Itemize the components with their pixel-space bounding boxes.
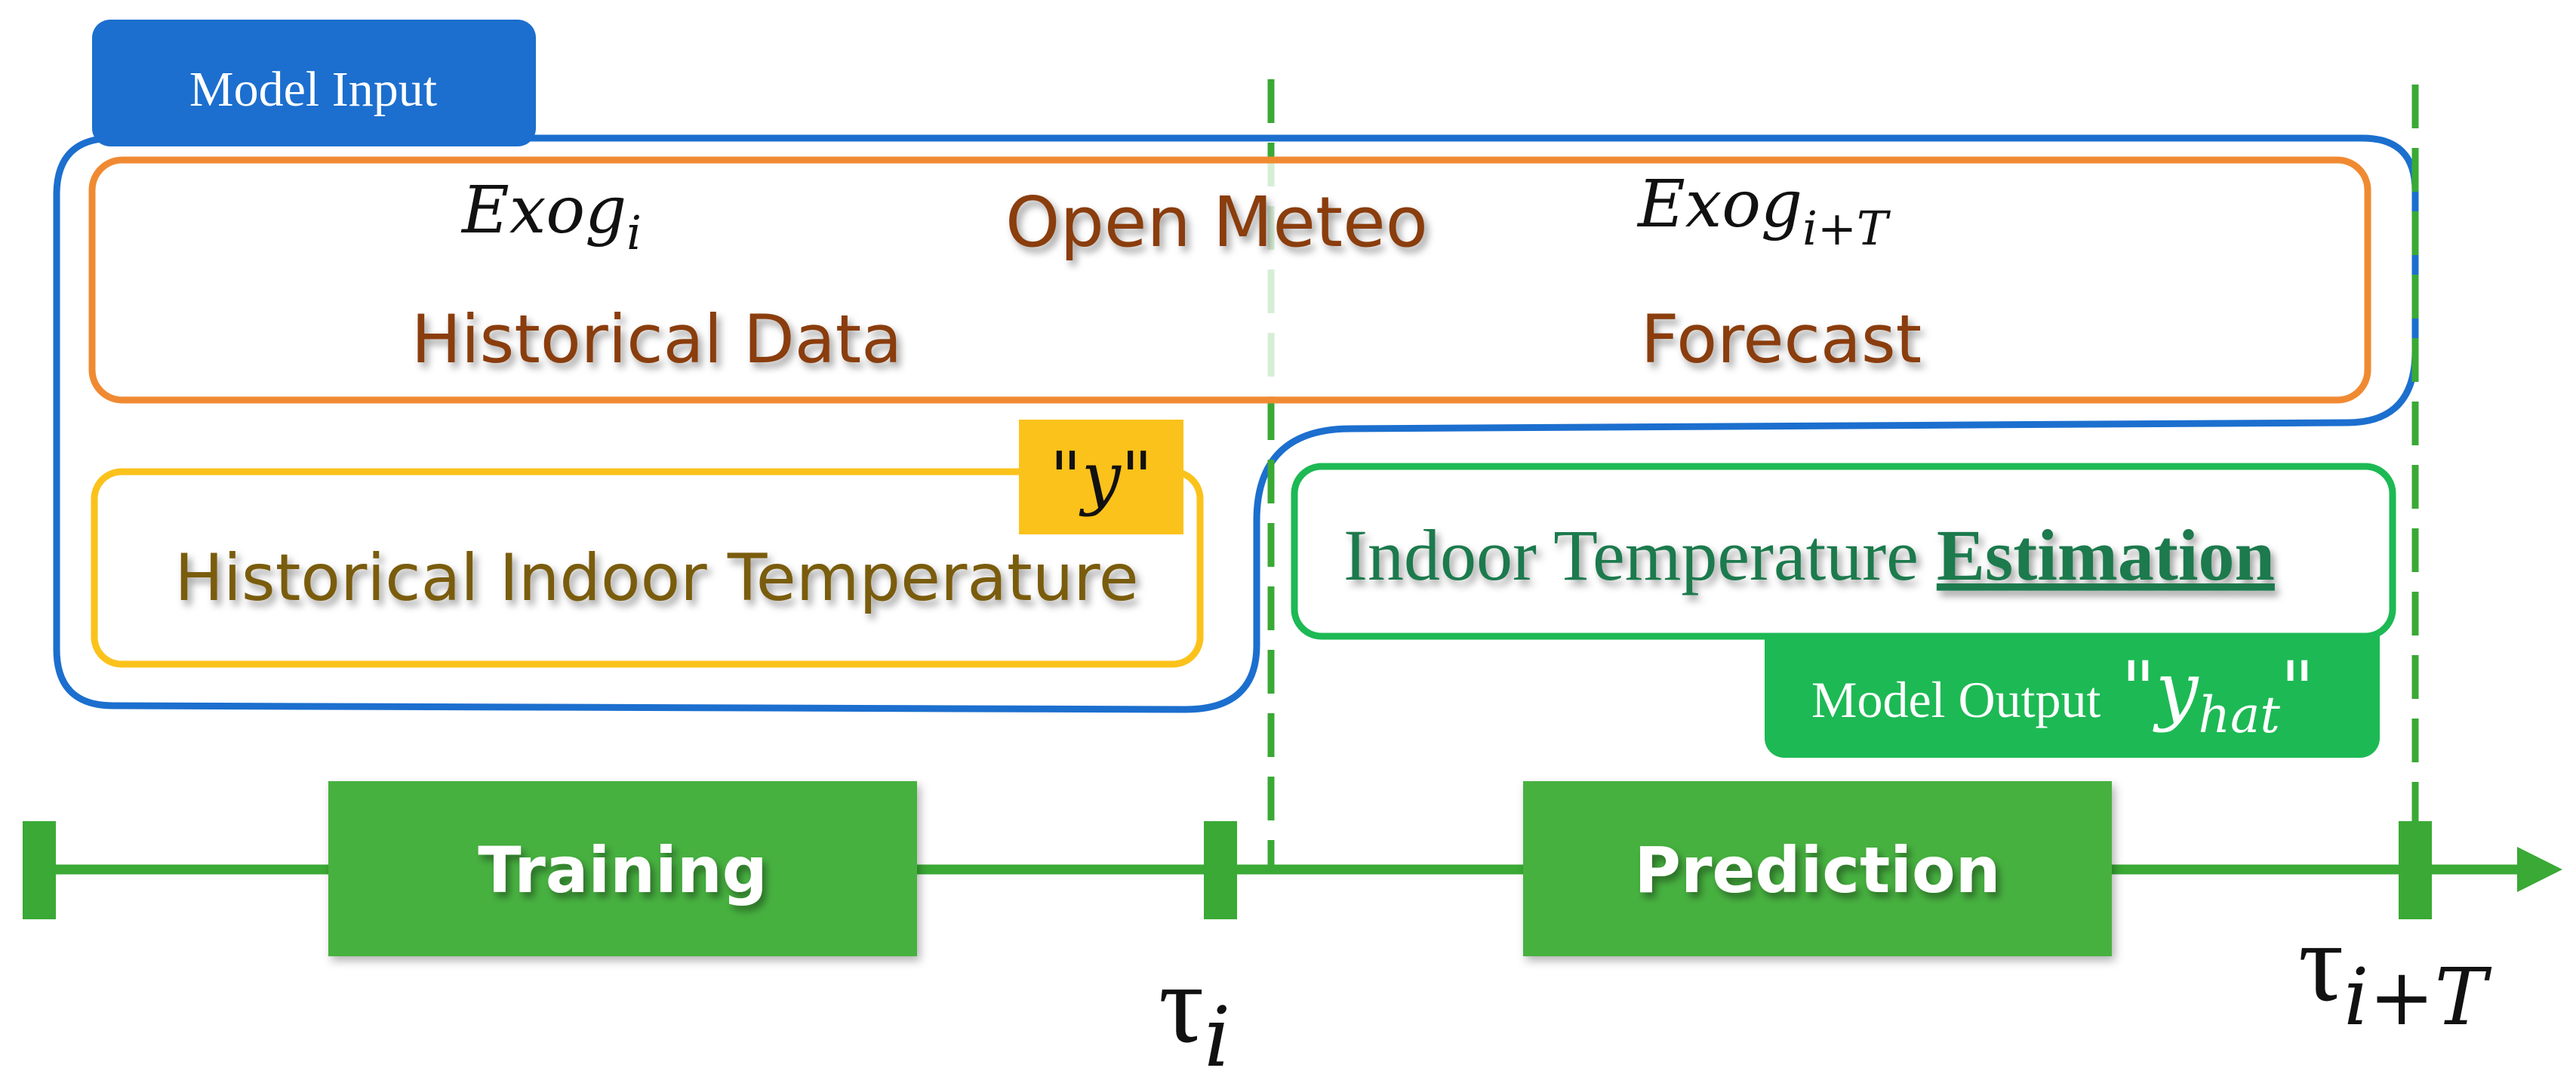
open-meteo-box-outline [88,156,2371,404]
tau-iT-label: τi+T [2298,900,2492,1043]
model-input-label: Model Input [189,62,437,117]
training-label: Training [478,833,768,907]
estimation-box-outline [1291,463,2396,640]
prediction-block-background [1523,781,2112,956]
forecast-label: Forecast [1641,300,1922,378]
y-hat-symbol: "yhat" [2121,645,2315,744]
timeline-start-tick [23,821,56,919]
estimation-label: Indoor Temperature Estimation [1343,515,2275,595]
timeline-tau-i-tick [1204,821,1237,919]
model-input-outline [53,134,2419,713]
open-meteo-box: Exogi Open Meteo Exogi+T Historical Data… [88,156,2371,404]
y-badge: "y" [1019,420,1183,534]
y-badge-background [1019,420,1183,534]
prediction-label: Prediction [1634,833,2000,907]
estimation-box: Indoor Temperature Estimation [1291,463,2396,640]
model-input-tab-background [92,20,536,146]
estimation-label-emphasis: Estimation [1937,515,2275,595]
historical-indoor-label: Historical Indoor Temperature [174,540,1138,616]
timeline: Training Prediction τi τi+T [23,781,2562,1074]
training-block-background [328,781,917,956]
historical-data-label: Historical Data [411,300,902,378]
exog-i-symbol: Exogi [460,173,642,260]
timeline-arrowhead [2517,847,2562,892]
y-badge-symbol: "y" [1050,437,1153,518]
exog-iT-symbol: Exogi+T [1636,167,1891,256]
estimation-label-plain: Indoor Temperature [1343,515,1937,595]
historical-indoor-box-outline [91,468,1204,668]
timeline-tau-iT-tick [2399,821,2432,919]
model-input-tab: Model Input [92,20,536,146]
historical-indoor-box: Historical Indoor Temperature [91,468,1204,668]
prediction-block [1523,781,2112,956]
training-block [328,781,917,956]
open-meteo-title: Open Meteo [1005,182,1428,263]
tau-i-label: τi [1159,941,1230,1074]
model-output-label: Model Output [1811,671,2101,728]
